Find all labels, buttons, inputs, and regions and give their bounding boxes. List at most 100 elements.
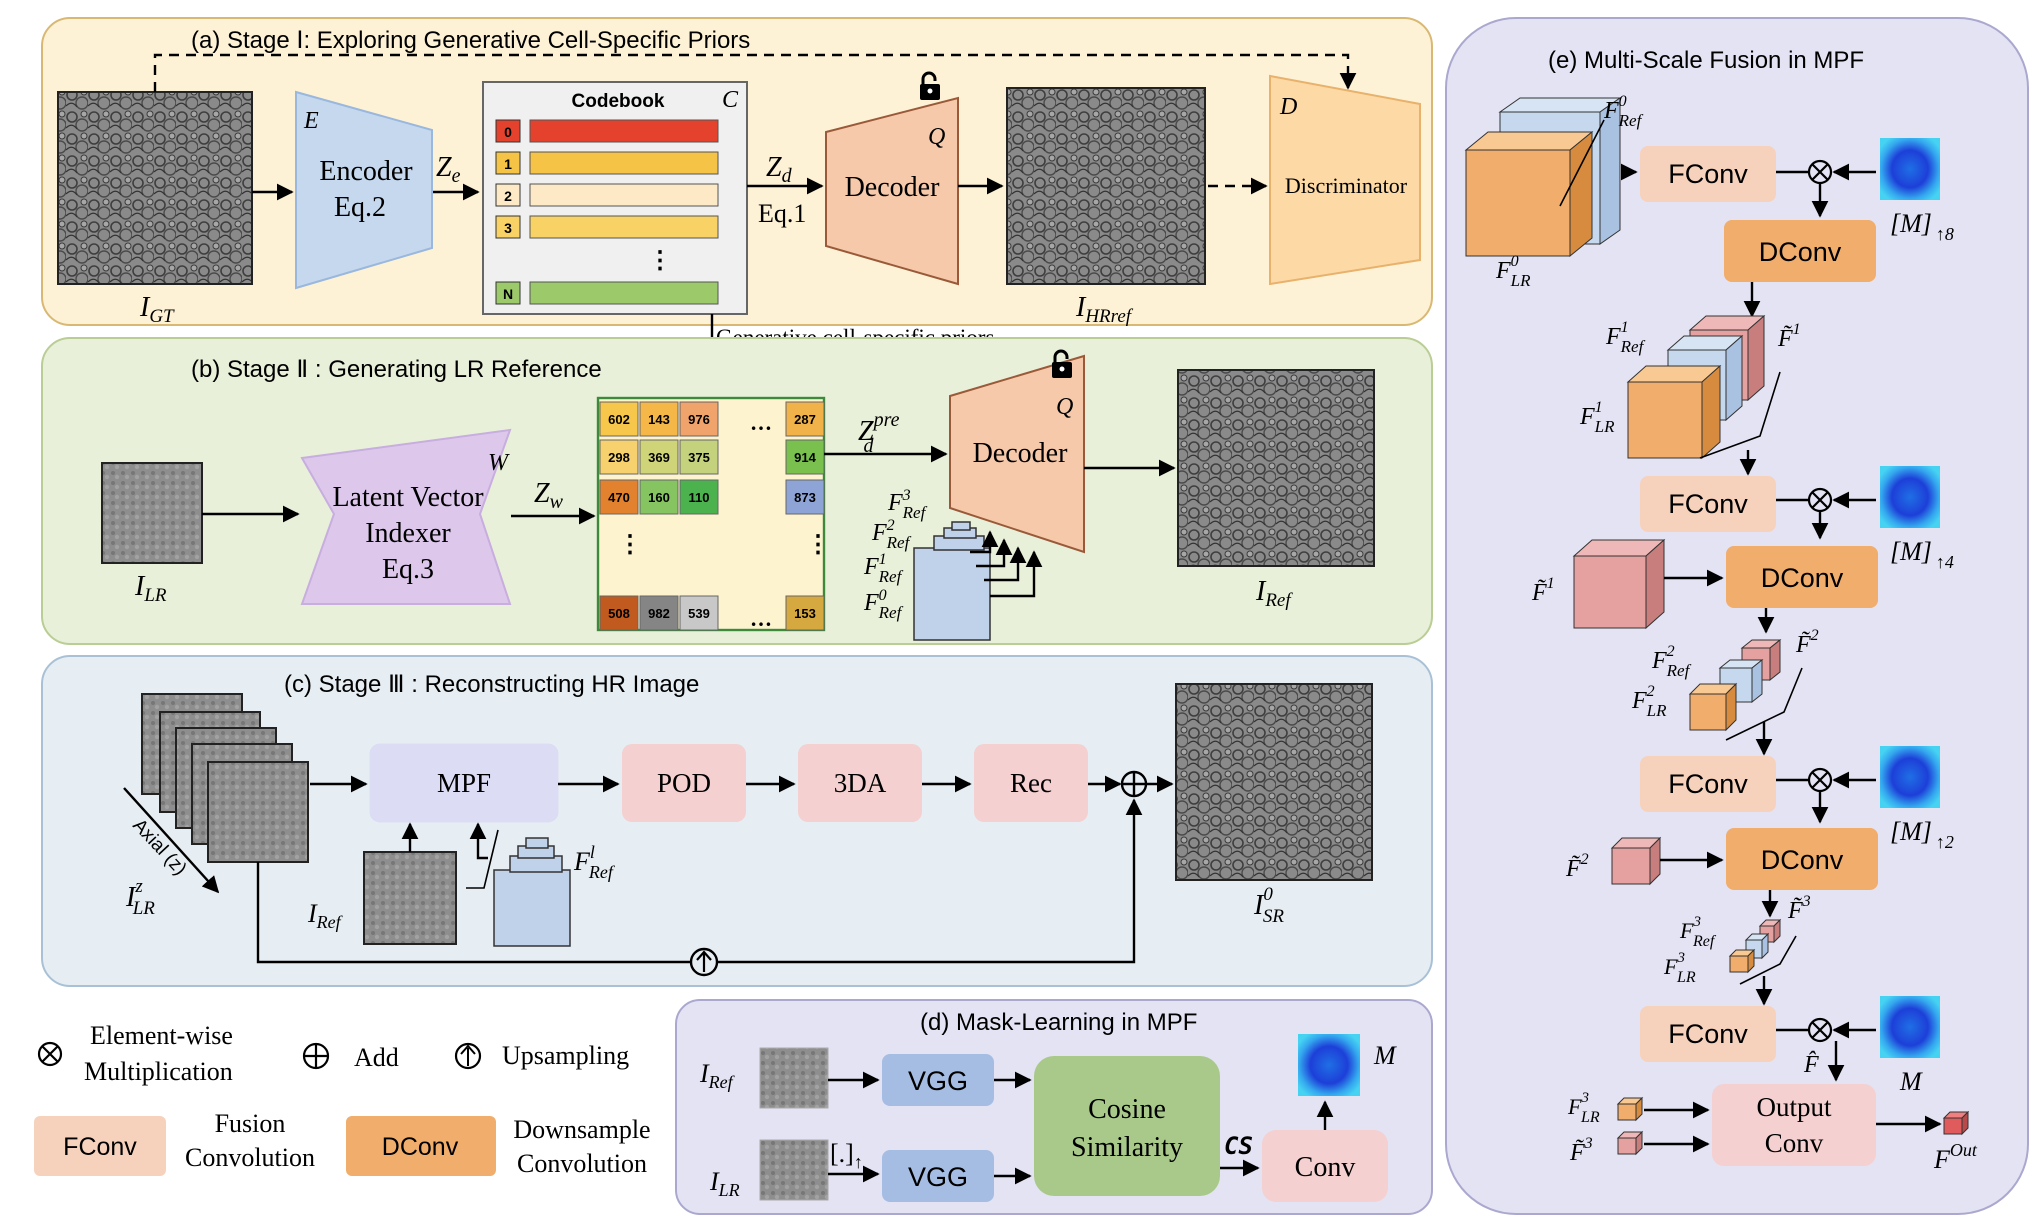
decoder-block-stage1: [825, 96, 959, 286]
add-icon: [302, 1042, 330, 1070]
mask-m4: [1880, 466, 1940, 528]
label-z-d: Zd: [766, 152, 793, 187]
codebook-dots: ⋮: [648, 248, 672, 274]
3da-label: 3DA: [834, 768, 887, 798]
image-ref-small: [363, 851, 457, 945]
level2-bracket: [1725, 667, 1803, 741]
grid-cell: [599, 401, 639, 437]
e-dconv-1: [1724, 220, 1876, 282]
legend-up: Upsampling: [502, 1041, 629, 1070]
arrow-fref1: [984, 546, 1027, 582]
indexer-label-1: Latent Vector: [332, 482, 484, 513]
latent-vector-indexer: [300, 428, 512, 605]
e-fconv-2-label: FConv: [1668, 489, 1748, 519]
level0-cubes: [1464, 97, 1622, 258]
codebook-index-label: 1: [504, 156, 512, 172]
codebook-index-box: [495, 215, 521, 239]
label-e-ft1: F̃1: [1777, 321, 1801, 352]
e-dconv-3-label: DConv: [1761, 845, 1844, 875]
decoder-tag-stage1: Q: [928, 124, 945, 150]
legend-fconv-l2: Convolution: [185, 1143, 315, 1172]
label-e-ft2-cube: F̃2: [1565, 851, 1589, 882]
e-fconv-1: [1640, 146, 1776, 202]
mpf-label: MPF: [437, 768, 491, 798]
grid-cell: [785, 595, 825, 631]
panel-c-title: (c) Stage Ⅲ : Reconstructing HR Image: [284, 671, 699, 698]
legend: Element-wise Multiplication Add Upsampli…: [34, 1021, 651, 1178]
codebook-index-label: 0: [504, 124, 512, 140]
label-i-gt: IGT: [139, 292, 175, 327]
discriminator-tag: D: [1279, 94, 1297, 120]
legend-dconv-swatch: [346, 1116, 496, 1176]
label-m4: [M]↑4: [1890, 537, 1954, 572]
level0-bracket: [1559, 119, 1605, 207]
mask-m-d: [1298, 1034, 1360, 1096]
image-hr-ref: [1006, 87, 1206, 285]
panel-b-title: (b) Stage Ⅱ : Generating LR Reference: [191, 356, 602, 383]
level2-cubes: [1688, 638, 1782, 732]
grid-cell-value: 508: [608, 606, 630, 621]
legend-mult-l2: Multiplication: [84, 1057, 233, 1086]
grid-cell-value: 287: [794, 412, 816, 427]
encoder-label: Encoder: [319, 156, 413, 187]
label-fout: FOut: [1933, 1140, 1978, 1174]
grid-dots-top: …: [750, 410, 772, 435]
cosine-label-1: Cosine: [1088, 1094, 1166, 1125]
encoder-tag: E: [303, 108, 319, 134]
output-conv-l1: Output: [1756, 1092, 1832, 1122]
lr-image-stack: [141, 693, 309, 863]
label-m-d: M: [1373, 1041, 1397, 1070]
lock-icon: [1052, 349, 1072, 378]
e-fconv-4-label: FConv: [1668, 1019, 1748, 1049]
e-dconv-3: [1726, 828, 1878, 890]
label-m8: [M]↑8: [1890, 209, 1954, 244]
codebook-index-box: [495, 183, 521, 207]
label-e-ft3: F̃3: [1787, 893, 1811, 924]
reference-feature-pyramid: [913, 521, 991, 641]
decoder-block-stage2: [949, 354, 1085, 554]
legend-fconv-l1: Fusion: [215, 1109, 286, 1138]
grid-dots-right: ⋮: [806, 532, 830, 558]
label-m2: [M]↑2: [1890, 817, 1954, 852]
arrow-fref0: [990, 550, 1043, 598]
label-i-hrref: IHRref: [1075, 292, 1134, 327]
label-m-e: M: [1899, 1067, 1923, 1096]
grid-cell: [679, 595, 719, 631]
arrow-fref2: [976, 538, 1013, 568]
cosine-similarity-block: [1034, 1056, 1220, 1196]
pod-label: POD: [657, 768, 711, 798]
output-conv-block: [1712, 1084, 1876, 1166]
codebook-vector-bar: [529, 119, 719, 143]
legend-dconv-l2: Convolution: [517, 1149, 647, 1178]
encoder-block: [295, 90, 433, 290]
grid-dots-bottom: …: [750, 606, 772, 631]
label-d-iref: IRef: [699, 1059, 736, 1092]
arrow-fref-mpf: [469, 822, 488, 860]
e-fconv-3-label: FConv: [1668, 769, 1748, 799]
codebook-index-box: [495, 119, 521, 143]
grid-cell-value: 976: [688, 412, 710, 427]
add-icon: [1120, 770, 1148, 798]
panel-stage-1: (a) Stage Ⅰ: Exploring Generative Cell-S…: [41, 17, 1433, 327]
conv-block: [1262, 1130, 1388, 1202]
grid-cell: [679, 479, 719, 515]
dashed-gt-to-discriminator-arrow: [153, 53, 1357, 92]
grid-cell: [679, 439, 719, 475]
flr3-small-cube: [1616, 1096, 1644, 1122]
legend-fconv: FConv: [63, 1133, 137, 1161]
encoder-eq: Eq.2: [334, 192, 386, 223]
